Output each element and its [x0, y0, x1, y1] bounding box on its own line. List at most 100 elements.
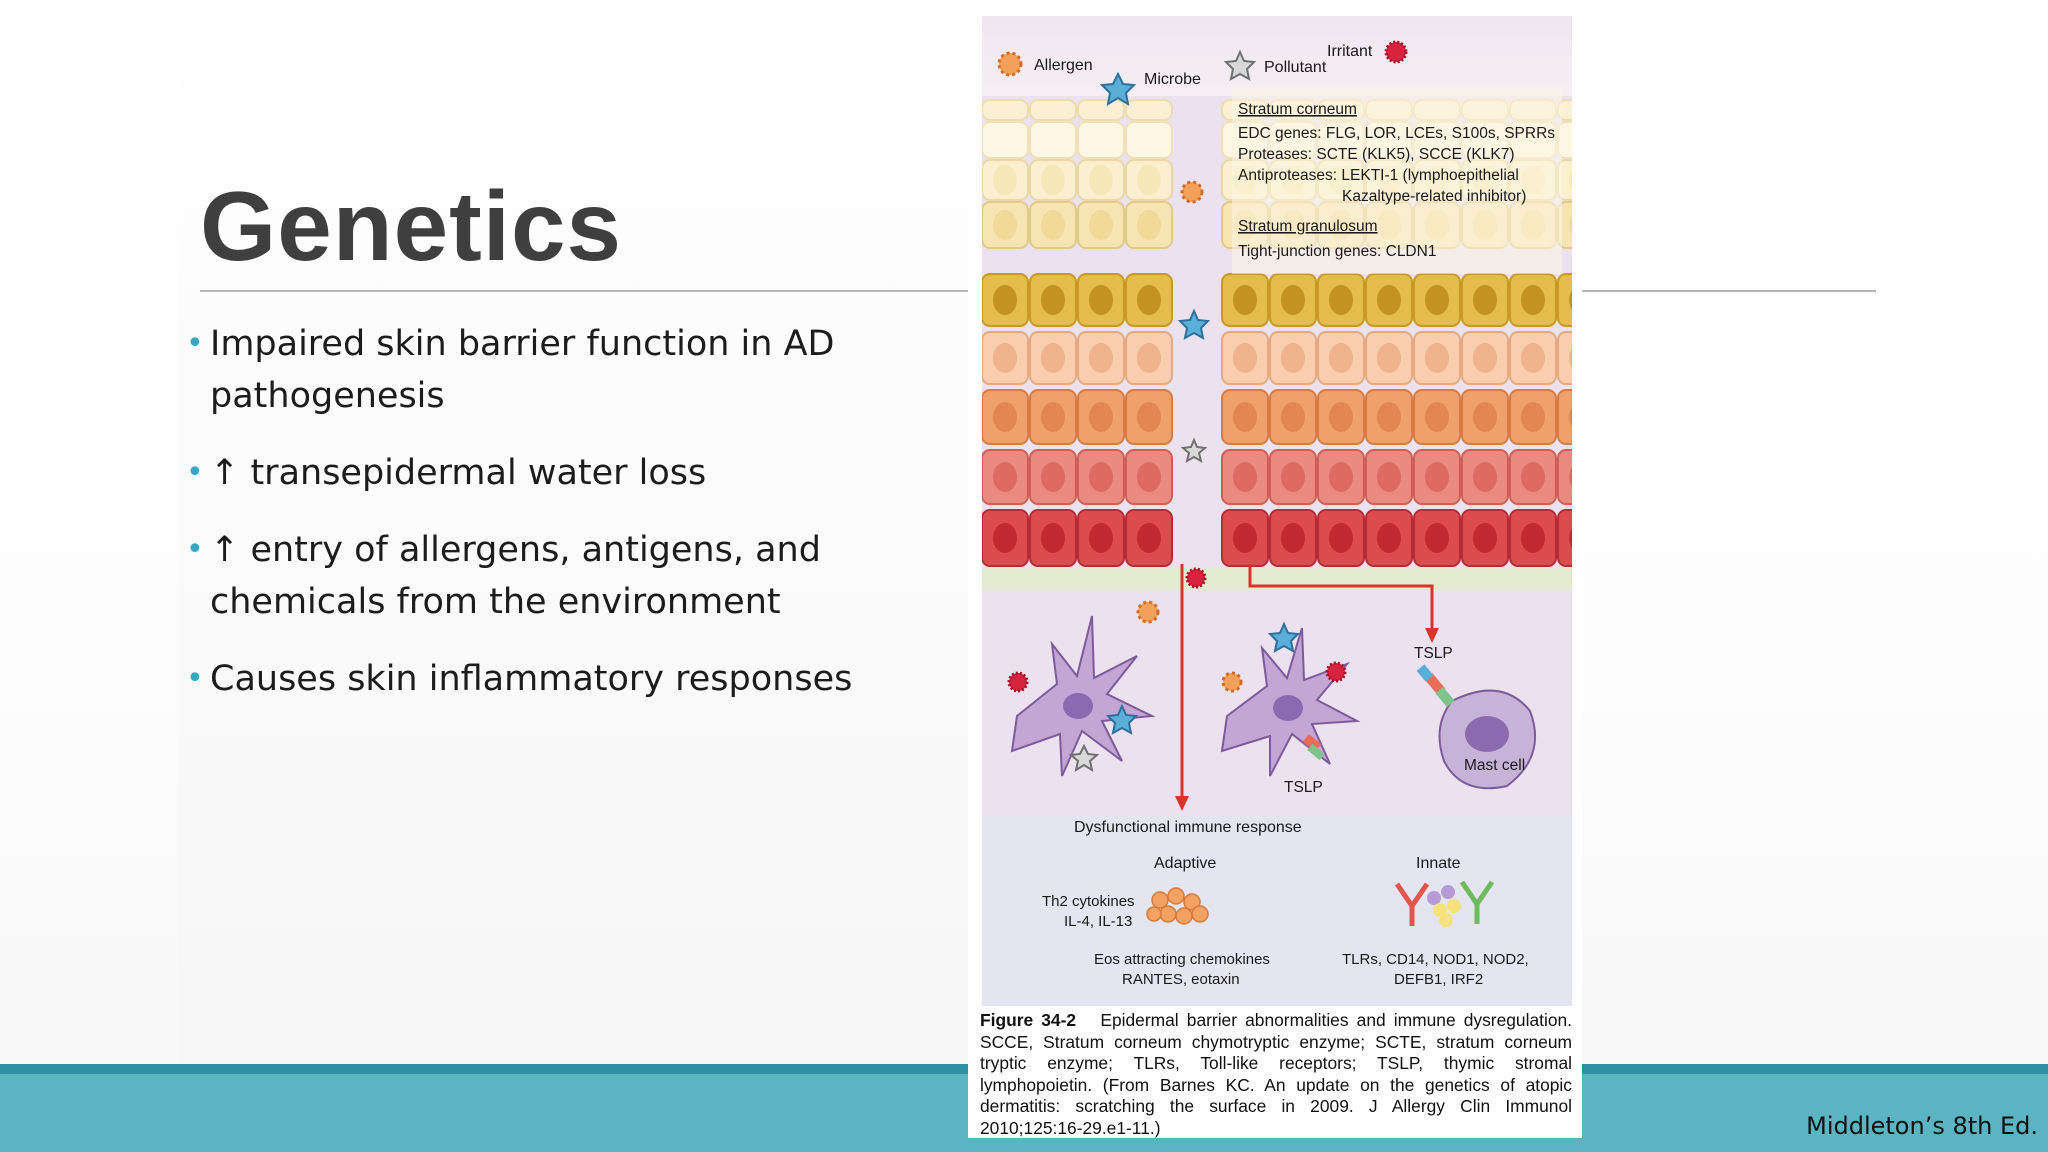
cell-nucleus: [1425, 285, 1449, 315]
immune-response-zone: [982, 816, 1572, 1006]
microbe-label: Microbe: [1144, 71, 1201, 88]
keratinocyte-cell: [1557, 449, 1572, 505]
title-divider-left: [200, 290, 970, 292]
cell-nucleus: [1569, 170, 1572, 190]
irritant-icon: [1185, 567, 1207, 589]
keratinocyte-cell: [1557, 389, 1572, 445]
cell-nucleus: [1233, 462, 1257, 492]
cell-nucleus: [1425, 462, 1449, 492]
innate-receptor-icon: [1394, 880, 1495, 927]
allergen-icon: [1136, 600, 1160, 624]
bullet-item: •Causes skin inflammatory responses: [182, 653, 882, 705]
cell-nucleus: [1329, 462, 1353, 492]
cell-nucleus: [1425, 402, 1449, 432]
keratinocyte-cell: [1029, 121, 1077, 159]
cell-nucleus: [1137, 285, 1161, 315]
title-divider-right: [1580, 290, 1876, 292]
antiproteases-text: Antiproteases: LEKTI-1 (lymphoepithelial: [1238, 167, 1519, 184]
microbe-icon: [1177, 308, 1211, 340]
cell-nucleus: [1569, 528, 1572, 548]
stratum-granulosum-heading: Stratum granulosum: [1238, 218, 1378, 235]
bullet-dot-icon: •: [186, 532, 204, 567]
cell-nucleus: [1041, 285, 1065, 315]
bullet-dot-icon: •: [186, 326, 204, 361]
tlr-genes-label: TLRs, CD14, NOD1, NOD2,: [1342, 951, 1529, 968]
bullet-dot-icon: •: [186, 661, 204, 696]
bullet-text: entry of allergens, antigens, and chemic…: [210, 530, 821, 622]
cell-nucleus: [1569, 290, 1572, 310]
cell-nucleus: [1281, 343, 1305, 373]
cytokine-cluster-icon: [1146, 887, 1209, 925]
cell-nucleus: [1569, 467, 1572, 487]
cell-nucleus: [1377, 343, 1401, 373]
cell-nucleus: [1569, 407, 1572, 427]
keratinocyte-cell: [1029, 99, 1077, 121]
cell-nucleus: [1089, 402, 1113, 432]
keratinocyte-cell: [1077, 121, 1125, 159]
cell-nucleus: [1569, 348, 1572, 368]
cell-nucleus: [993, 402, 1017, 432]
microbe-icon: [1099, 71, 1137, 106]
th2-interleukins-label: IL-4, IL-13: [1064, 913, 1132, 930]
cell-nucleus: [1233, 285, 1257, 315]
innate-label: Innate: [1416, 855, 1461, 872]
pollutant-icon: [1180, 437, 1208, 464]
keratinocyte-cell: [1557, 509, 1572, 567]
figure-caption: Figure 34-2 Epidermal barrier abnormalit…: [980, 1010, 1572, 1139]
source-credit: Middleton’s 8th Ed.: [1806, 1112, 2038, 1140]
cell-nucleus: [993, 285, 1017, 315]
keratinocyte-cell: [1125, 121, 1173, 159]
figure-panel: Allergen Microbe Pollutant Irritant Stra…: [968, 10, 1582, 1138]
cell-nucleus: [1521, 343, 1545, 373]
defb1-irf2-label: DEFB1, IRF2: [1394, 971, 1483, 988]
allergen-icon: [1180, 180, 1204, 204]
allergen-label: Allergen: [1034, 57, 1093, 74]
cell-nucleus: [1089, 462, 1113, 492]
edc-genes-text: EDC genes: FLG, LOR, LCEs, S100s, SPRRs: [1238, 125, 1555, 142]
cell-nucleus: [1137, 210, 1161, 240]
epidermis-diagram: Allergen Microbe Pollutant Irritant Stra…: [982, 16, 1572, 1006]
keratinocyte-cell: [982, 121, 1029, 159]
cell-nucleus: [1041, 343, 1065, 373]
cell-nucleus: [1233, 343, 1257, 373]
cell-nucleus: [1137, 523, 1161, 553]
slide-shade: [178, 0, 978, 1070]
bullet-text: Impaired skin barrier function in AD pat…: [210, 324, 835, 416]
cell-nucleus: [1377, 285, 1401, 315]
dysfunctional-response-label: Dysfunctional immune response: [1074, 819, 1302, 836]
cell-nucleus: [1521, 462, 1545, 492]
bullet-text: transepidermal water loss: [239, 453, 707, 493]
rantes-eotaxin-label: RANTES, eotaxin: [1122, 971, 1240, 988]
cell-nucleus: [1089, 343, 1113, 373]
cell-nucleus: [1089, 285, 1113, 315]
bullet-item: •↑ entry of allergens, antigens, and che…: [182, 524, 882, 628]
slide-title: Genetics: [200, 171, 622, 281]
cell-nucleus: [1569, 215, 1572, 235]
dendritic-cell-icon: [1007, 615, 1156, 777]
cell-nucleus: [1377, 462, 1401, 492]
keratinocyte-cell: [1077, 99, 1125, 121]
cell-nucleus: [1089, 523, 1113, 553]
dendritic-cell-icon: [1220, 621, 1361, 777]
cell-nucleus: [1137, 343, 1161, 373]
stratum-corneum-heading: Stratum corneum: [1238, 101, 1357, 118]
cell-nucleus: [993, 165, 1017, 195]
cell-nucleus: [1041, 462, 1065, 492]
cell-nucleus: [993, 523, 1017, 553]
mast-cell-icon: [1416, 664, 1537, 790]
antiproteases-text-cont: Kazaltype-related inhibitor): [1342, 188, 1526, 205]
cell-nucleus: [1473, 285, 1497, 315]
cell-nucleus: [1041, 523, 1065, 553]
cell-nucleus: [1329, 343, 1353, 373]
caption-text: Epidermal barrier abnormalities and immu…: [980, 1010, 1573, 1138]
arrow-head-icon: [1175, 796, 1189, 811]
th2-cytokines-label: Th2 cytokines: [1042, 893, 1135, 910]
cell-nucleus: [1521, 285, 1545, 315]
tslp-label-mast: TSLP: [1414, 645, 1453, 662]
cell-nucleus: [1425, 523, 1449, 553]
cell-nucleus: [1137, 402, 1161, 432]
cell-nucleus: [1521, 402, 1545, 432]
arrow-head-icon: [1425, 628, 1439, 643]
cell-nucleus: [1473, 343, 1497, 373]
